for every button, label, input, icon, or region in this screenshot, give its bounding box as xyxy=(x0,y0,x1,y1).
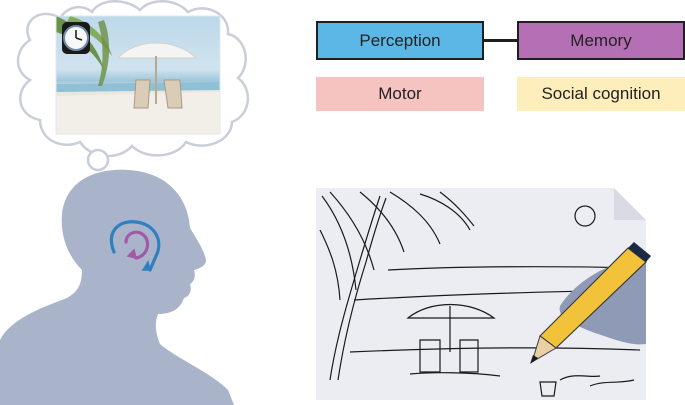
motor-box: Motor xyxy=(316,77,484,111)
social-cognition-box: Social cognition xyxy=(517,77,685,111)
clock-icon xyxy=(62,22,90,54)
cycle-arrows-icon xyxy=(109,220,161,272)
perception-label: Perception xyxy=(359,30,441,50)
head-silhouette xyxy=(0,169,234,405)
memory-box: Memory xyxy=(517,21,685,60)
perception-box: Perception xyxy=(316,21,484,60)
memory-label: Memory xyxy=(570,30,632,50)
pencil-icon xyxy=(530,242,651,364)
motor-label: Motor xyxy=(378,84,422,103)
social-cognition-label: Social cognition xyxy=(541,84,661,103)
perception-memory-link xyxy=(484,39,517,42)
